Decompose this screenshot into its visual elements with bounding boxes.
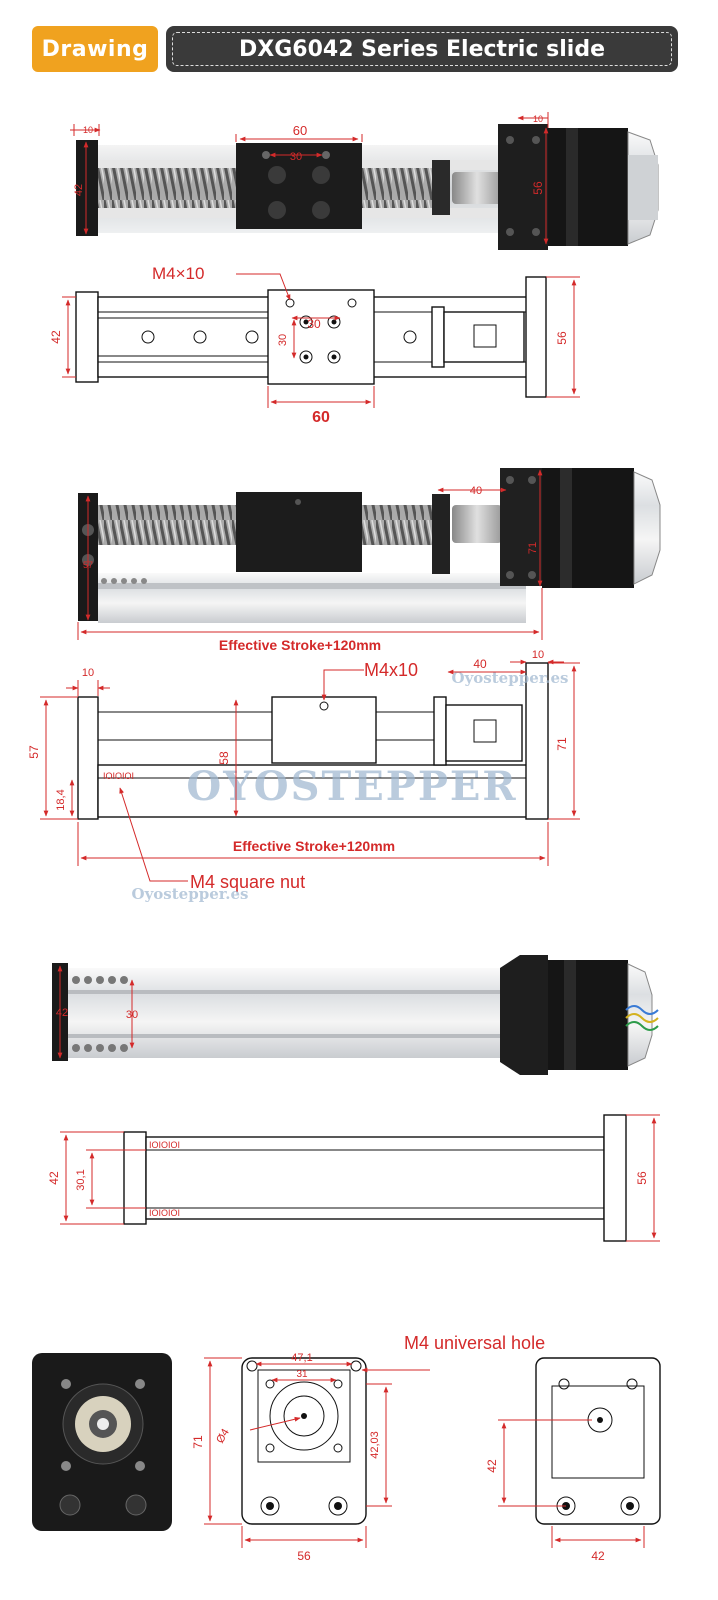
view6-dim-right: 56: [635, 1171, 649, 1185]
view6-nut-row-bottom: IOIOIOI: [149, 1208, 180, 1218]
view5-dimensions: 42 30: [56, 965, 138, 1059]
view4-dim-left-w: 10: [82, 667, 94, 679]
view1-dim-left: 10: [83, 125, 93, 135]
view3-dim-left: 57: [83, 560, 93, 570]
view4-dim-left: 57: [27, 745, 41, 759]
view7-dimensions: M4 universal hole 47,1 31 Ø4 71 42,03 56…: [191, 1333, 645, 1563]
view3-dimensions: 40 57 71 Effective Stroke+120mm: [77, 469, 543, 653]
view1-dim-holes: 30: [290, 151, 302, 163]
view6-nut-row-top: IOIOIOI: [149, 1140, 180, 1150]
watermark-mid: OYOSTEPPER: [186, 763, 517, 810]
view7-photo: [32, 1353, 172, 1531]
view6-dim-inner: 30,1: [75, 1169, 87, 1190]
view4-dim-right: 71: [555, 737, 569, 751]
view3-stroke: Effective Stroke+120mm: [219, 637, 381, 653]
view4-dim-small: 18,4: [55, 789, 67, 810]
view7-dim-right: 42,03: [369, 1431, 381, 1459]
view2-dimensions: M4×10 30 30 42 56 60: [49, 264, 580, 426]
view1-photo: [76, 124, 659, 250]
view4-stroke: Effective Stroke+120mm: [233, 838, 395, 854]
view5-photo: [52, 955, 659, 1075]
view4-dim-right-w: 10: [532, 649, 544, 661]
view2-dim-left: 42: [49, 330, 63, 344]
view7-dim-bottom2: 42: [591, 1549, 605, 1563]
view7-dim-top: 47,1: [291, 1352, 312, 1364]
view1-dim-motor-top: 10: [533, 114, 543, 124]
view7-dim-hole: Ø4: [214, 1427, 232, 1446]
view2-dim-right: 56: [555, 331, 569, 345]
view2-dim-inner: 30: [307, 317, 321, 331]
page-title: DXG6042 Series Electric slide: [166, 26, 678, 72]
view2-dim-bottom: 60: [312, 409, 330, 426]
view3-dim-coupler: 40: [470, 485, 482, 497]
page-title-text: DXG6042 Series Electric slide: [172, 32, 672, 66]
view3-dim-right: 71: [527, 542, 539, 554]
view7-front: [241, 1357, 367, 1525]
view2-dim-inner-v: 30: [277, 334, 289, 346]
view3-photo: [78, 468, 661, 623]
view6-drawing: [123, 1114, 627, 1242]
view7-dim-left2: 42: [485, 1459, 499, 1473]
drawing-tag: Drawing: [32, 26, 158, 72]
view4-dimensions: 10 M4x10 40 10 57 18,4 58 71 Effective S…: [27, 649, 580, 892]
view4-dim-mid: 58: [217, 751, 231, 765]
view5-dim-holes: 30: [126, 1009, 138, 1021]
watermark-bottom: Oyostepper.es: [132, 885, 249, 903]
view4-drawing: [77, 662, 549, 820]
view7-dim-bottom: 56: [297, 1549, 311, 1563]
view6-dim-left: 42: [47, 1171, 61, 1185]
view6-dimensions: 42 30,1 56: [47, 1114, 660, 1242]
view4-callout: M4x10: [364, 660, 418, 680]
view1-dim-carriage: 60: [293, 123, 307, 138]
view1-dim-end: 42: [73, 184, 85, 196]
view1-dimensions: 10 60 30 42 10 56: [70, 112, 549, 245]
view1-dim-motor: 56: [531, 181, 545, 195]
view2-drawing: [75, 276, 547, 398]
view4-dim-coupler: 40: [473, 657, 487, 671]
view2-callout: M4×10: [152, 264, 204, 283]
view7-title: M4 universal hole: [404, 1333, 545, 1353]
view4-nut: M4 square nut: [190, 872, 305, 892]
view7-side: [535, 1357, 661, 1525]
view4-nut-row: IOIOIOI: [103, 771, 134, 781]
view7-dim-left: 71: [191, 1435, 205, 1449]
view5-dim-end: 42: [56, 1007, 68, 1019]
view7-dim-inner: 31: [296, 1369, 308, 1380]
